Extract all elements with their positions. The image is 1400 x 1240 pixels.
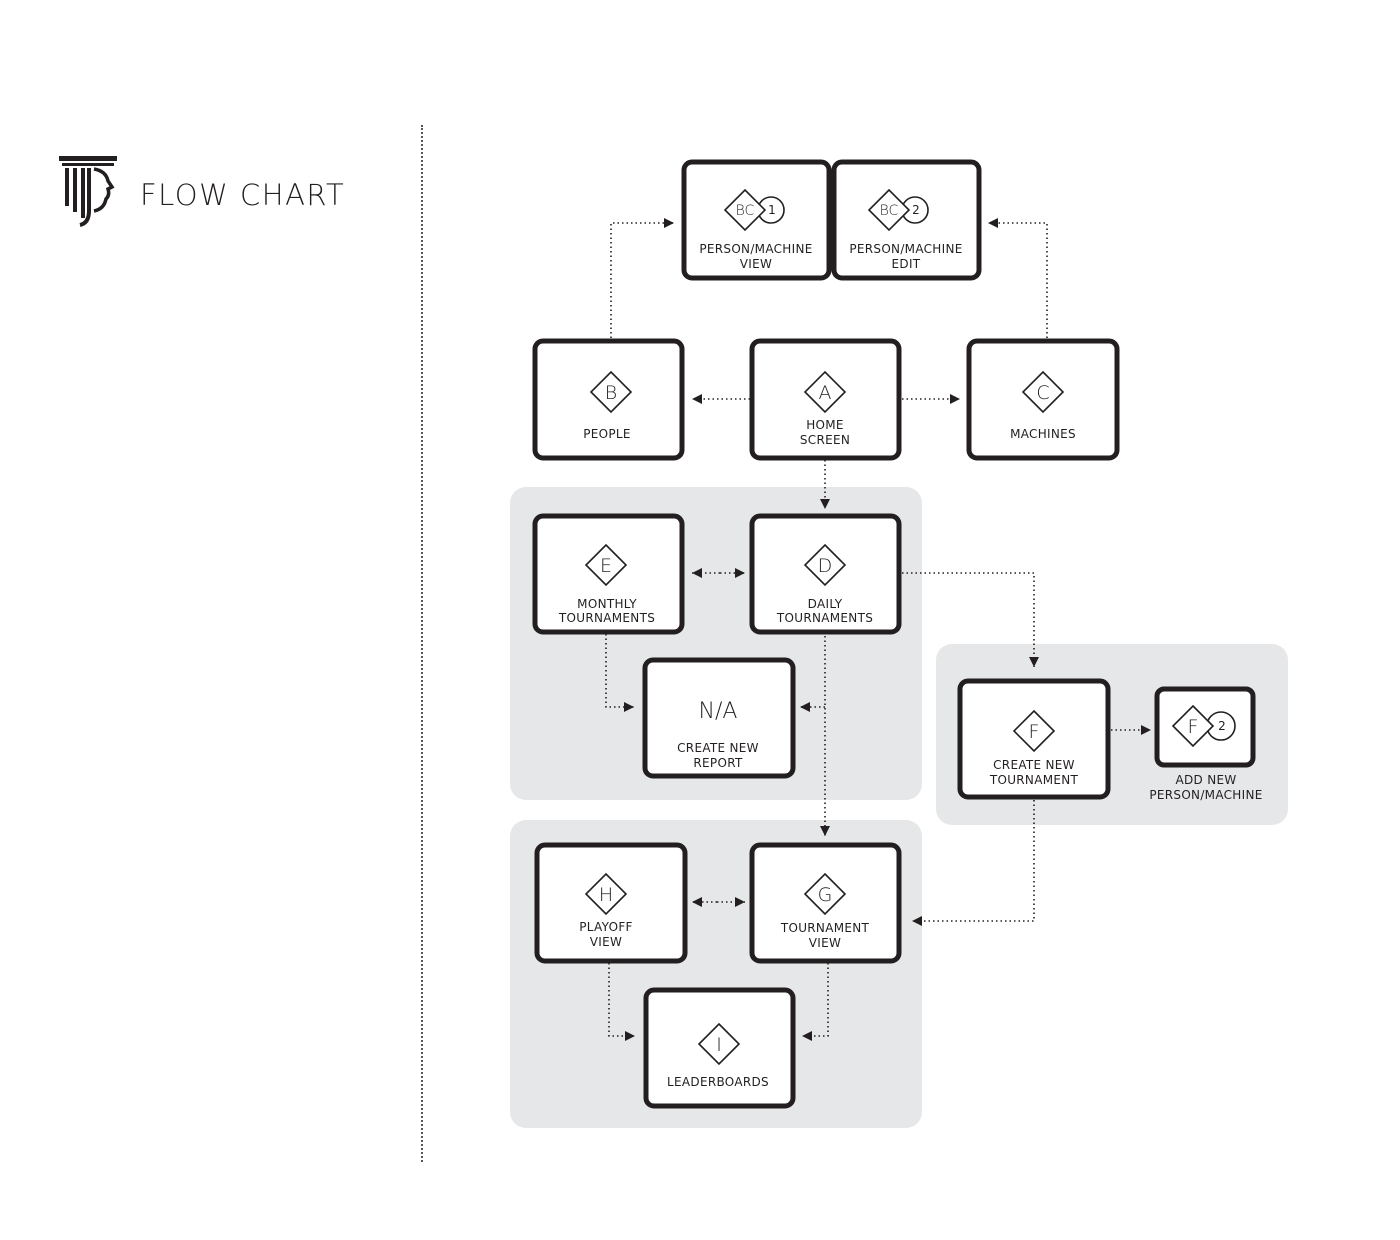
node-label: PERSON/MACHINE bbox=[1149, 788, 1262, 802]
node-tournament-view[interactable]: G TOURNAMENT VIEW bbox=[749, 842, 902, 964]
node-label: TOURNAMENT bbox=[989, 773, 1079, 787]
node-key: G bbox=[818, 884, 833, 906]
node-label: HOME bbox=[806, 418, 844, 432]
node-label: PERSON/MACHINE bbox=[849, 242, 962, 256]
connector-g-i bbox=[802, 963, 829, 1041]
node-label: ADD NEW bbox=[1175, 773, 1236, 787]
node-label: EDIT bbox=[892, 257, 921, 271]
node-key: F bbox=[1029, 721, 1040, 743]
node-label: CREATE NEW bbox=[677, 741, 759, 755]
node-label: PERSON/MACHINE bbox=[699, 242, 812, 256]
node-key: H bbox=[599, 884, 613, 906]
connector-b-bc1 bbox=[610, 218, 674, 338]
node-add-new-person-machine[interactable]: F 2 bbox=[1154, 686, 1256, 768]
node-key: E bbox=[600, 555, 612, 577]
node-people[interactable]: B PEOPLE bbox=[532, 338, 685, 461]
connectors bbox=[605, 218, 1151, 1041]
node-home-screen[interactable]: A HOME SCREEN bbox=[749, 338, 902, 461]
node-label: LEADERBOARDS bbox=[667, 1075, 769, 1089]
node-key: BC bbox=[880, 203, 899, 219]
node-key: F bbox=[1188, 716, 1199, 738]
node-label: VIEW bbox=[740, 257, 772, 271]
node-machines[interactable]: C MACHINES bbox=[966, 338, 1120, 461]
node-key: BC bbox=[736, 203, 755, 219]
node-person-machine-edit[interactable]: BC 2 PERSON/MACHINE EDIT bbox=[831, 159, 982, 281]
node-label: PLAYOFF bbox=[579, 920, 633, 934]
node-key: A bbox=[819, 382, 832, 404]
node-label: CREATE NEW bbox=[993, 758, 1075, 772]
node-label: VIEW bbox=[590, 935, 622, 949]
node-label: TOURNAMENT bbox=[780, 921, 870, 935]
logo-crest-icon bbox=[59, 156, 117, 227]
node-key: N/A bbox=[699, 699, 738, 724]
node-label: TOURNAMENTS bbox=[558, 611, 655, 625]
node-num: 1 bbox=[768, 203, 776, 217]
node-num: 2 bbox=[1218, 719, 1226, 733]
divider bbox=[421, 125, 423, 1162]
node-label: PEOPLE bbox=[583, 427, 631, 441]
node-label: MACHINES bbox=[1010, 427, 1076, 441]
node-num: 2 bbox=[912, 203, 920, 217]
node-label: TOURNAMENTS bbox=[776, 611, 873, 625]
node-create-new-tournament[interactable]: F CREATE NEW TOURNAMENT bbox=[957, 678, 1111, 800]
node-key: I bbox=[716, 1034, 722, 1056]
node-label: SCREEN bbox=[800, 433, 850, 447]
node-key: C bbox=[1036, 382, 1049, 404]
connector-e-na bbox=[605, 634, 634, 712]
node-key: B bbox=[605, 382, 617, 404]
node-label: VIEW bbox=[809, 936, 841, 950]
node-label: DAILY bbox=[808, 597, 843, 611]
page-title: FLOW CHART bbox=[140, 178, 346, 212]
node-monthly-tournaments[interactable]: E MONTHLY TOURNAMENTS bbox=[532, 513, 685, 635]
node-label: REPORT bbox=[693, 756, 743, 770]
node-create-new-report[interactable]: N/A CREATE NEW REPORT bbox=[642, 657, 796, 779]
connector-c-bc2 bbox=[988, 218, 1048, 338]
node-leaderboards[interactable]: I LEADERBOARDS bbox=[643, 987, 796, 1109]
node-person-machine-view[interactable]: BC 1 PERSON/MACHINE VIEW bbox=[681, 159, 832, 281]
node-key: D bbox=[818, 555, 833, 577]
connector-h-i bbox=[608, 963, 635, 1041]
node-daily-tournaments[interactable]: D DAILY TOURNAMENTS bbox=[749, 513, 902, 635]
connector-d-f bbox=[902, 572, 1039, 667]
node-playoff-view[interactable]: H PLAYOFF VIEW bbox=[534, 842, 688, 964]
node-label: MONTHLY bbox=[577, 597, 637, 611]
